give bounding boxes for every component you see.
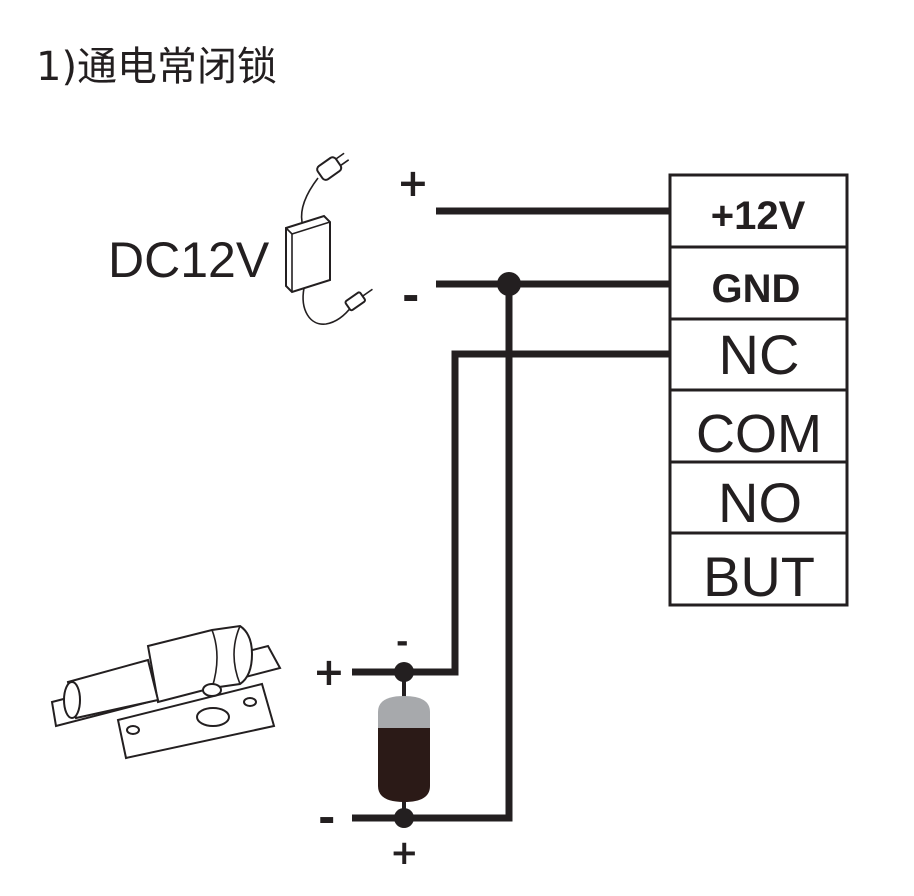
- terminal-nc-label: NC: [719, 323, 800, 386]
- terminal-12v-label: +12V: [711, 194, 806, 238]
- diode-icon: [378, 696, 430, 802]
- terminal-block: +12V GND NC COM NO BUT: [668, 173, 849, 608]
- diode-top-junction-dot: [394, 662, 414, 682]
- diode-bottom-plus-sign: +: [390, 833, 419, 873]
- diagram-title: 1)通电常闭锁: [36, 44, 277, 90]
- lock-minus-sign: -: [318, 793, 335, 842]
- supply-plus-sign: +: [397, 161, 429, 205]
- terminal-gnd-label: GND: [712, 267, 801, 311]
- wire-gnd-to-lock: [403, 284, 513, 822]
- terminal-but-label: BUT: [703, 545, 815, 608]
- power-supply-label: DC12V: [108, 232, 270, 288]
- terminal-no-label: NO: [718, 471, 802, 534]
- terminal-com-label: COM: [696, 404, 822, 464]
- diode-bottom-junction-dot: [394, 808, 414, 828]
- lock-plus-sign: +: [313, 650, 345, 694]
- diode-top-minus-sign: -: [396, 625, 408, 660]
- supply-minus-sign: -: [402, 271, 419, 320]
- bolt-lock-icon: [50, 624, 282, 760]
- gnd-junction-dot: [497, 272, 521, 296]
- power-adapter-icon: [285, 152, 373, 325]
